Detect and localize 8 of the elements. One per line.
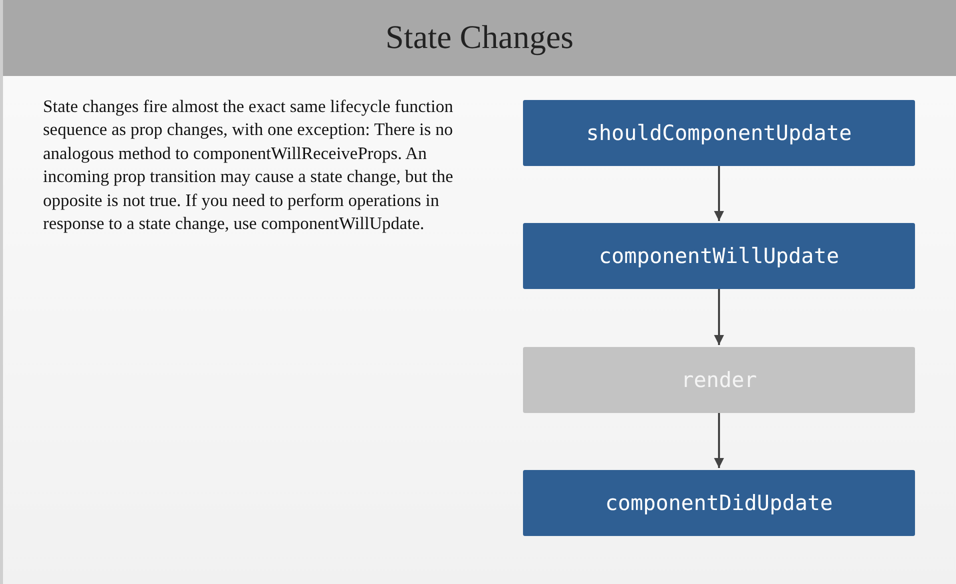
step-box: componentWillUpdate	[523, 223, 915, 289]
description-paragraph: State changes fire almost the exact same lifecycle function sequence as prop changes, with one exception: There is no analogous method to componentWillReceiveProps. An incoming prop transition may cause a state change, but the opposite is not true. If you need to perform operations in response to a state change, use componentWillUpdate.	[43, 95, 454, 236]
arrow	[714, 166, 724, 221]
arrow	[714, 413, 724, 468]
title: State Changes	[386, 20, 574, 56]
step-box: shouldComponentUpdate	[523, 100, 915, 166]
step-box: componentDidUpdate	[523, 470, 915, 536]
arrow	[714, 289, 724, 345]
